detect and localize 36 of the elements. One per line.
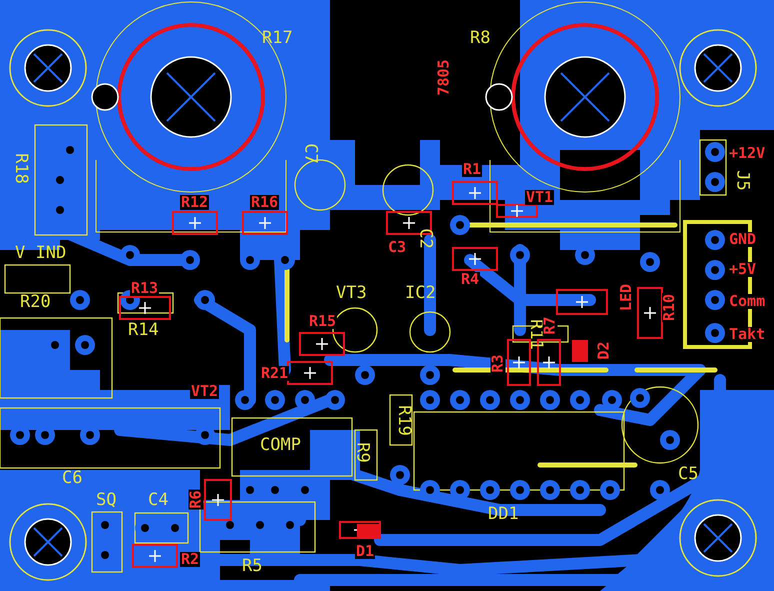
component-designator: C5 bbox=[678, 466, 698, 483]
component-designator: R12 bbox=[180, 195, 210, 210]
component-designator: SQ bbox=[96, 492, 116, 509]
component-designator: 7805 bbox=[436, 58, 452, 97]
component-designator: R20 bbox=[20, 294, 51, 311]
component-designator: R19 bbox=[394, 405, 412, 436]
component-designator: R9 bbox=[354, 442, 371, 463]
component-designator: J5 bbox=[734, 170, 751, 191]
pin-label: +12V bbox=[728, 146, 766, 161]
pin-label: Comm bbox=[728, 294, 766, 309]
component-designator: R10 bbox=[662, 292, 678, 322]
component-designator: COMP bbox=[260, 437, 301, 454]
component-designator: VT1 bbox=[525, 190, 554, 205]
component-designator: VT3 bbox=[336, 285, 367, 302]
component-designator: C4 bbox=[148, 492, 168, 509]
component-designator: R1 bbox=[462, 162, 482, 177]
pin-label: GND bbox=[728, 232, 758, 247]
component-designator: R2 bbox=[180, 552, 200, 567]
component-designator: R4 bbox=[460, 272, 480, 287]
component-designator: R21 bbox=[260, 366, 290, 381]
component-designator: C2 bbox=[416, 228, 434, 249]
component-designator: VT2 bbox=[190, 384, 220, 399]
component-designator: R3 bbox=[490, 353, 506, 374]
pin-label: +5V bbox=[728, 262, 758, 277]
component-designator: R15 bbox=[308, 314, 338, 329]
component-designator: R18 bbox=[12, 153, 29, 184]
pin-label: Takt bbox=[728, 327, 766, 342]
component-designator: R13 bbox=[130, 281, 160, 296]
component-designator: C3 bbox=[387, 240, 408, 255]
component-designator: C6 bbox=[62, 470, 82, 487]
component-designator: R14 bbox=[128, 322, 159, 339]
component-designator: R7 bbox=[542, 315, 558, 336]
component-designator: R8 bbox=[470, 30, 490, 47]
component-designator: R6 bbox=[188, 489, 204, 510]
component-designator: R16 bbox=[250, 195, 280, 210]
component-designator: D1 bbox=[355, 544, 376, 559]
